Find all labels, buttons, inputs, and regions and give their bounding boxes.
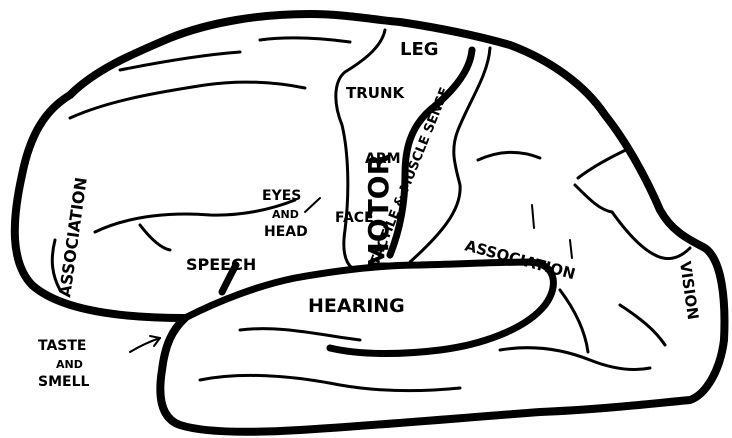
- taste-arrowhead-1: [150, 336, 160, 338]
- label-head: HEAD: [264, 224, 308, 240]
- label-smell: SMELL: [38, 374, 89, 390]
- eyes-pointer: [305, 198, 320, 212]
- parietal-sulcus: [478, 152, 540, 160]
- temporal-sulcus-3: [500, 348, 650, 370]
- label-taste: TASTE: [38, 338, 87, 354]
- occipital-sulcus-1: [575, 185, 612, 212]
- temporal-sulcus-1: [240, 329, 360, 340]
- label-association-front: ASSOCIATION: [55, 176, 91, 298]
- label-face: FACE: [335, 210, 374, 226]
- association-tick-2: [570, 240, 572, 258]
- label-and-eyes: AND: [272, 208, 299, 221]
- parieto-occipital-sulcus: [578, 148, 630, 178]
- label-hearing: HEARING: [308, 295, 405, 317]
- temporal-sulcus-5: [620, 305, 665, 345]
- central-sulcus: [390, 50, 472, 255]
- label-and-taste: AND: [56, 358, 83, 371]
- label-eyes: EYES: [262, 188, 301, 204]
- label-leg: LEG: [400, 39, 439, 60]
- association-tick-1: [532, 205, 534, 228]
- frontal-sulcus-1: [70, 82, 305, 118]
- label-vision: VISION: [676, 260, 702, 321]
- label-speech: SPEECH: [186, 255, 256, 274]
- temporal-sulcus-2: [200, 375, 460, 390]
- label-arm: ARM: [365, 151, 401, 167]
- label-trunk: TRUNK: [346, 84, 406, 102]
- temporal-sulcus-4: [560, 290, 588, 352]
- occipital-sulcus-2: [628, 150, 660, 210]
- frontal-sulcus-3: [260, 38, 350, 42]
- frontal-sulcus-5: [140, 225, 170, 250]
